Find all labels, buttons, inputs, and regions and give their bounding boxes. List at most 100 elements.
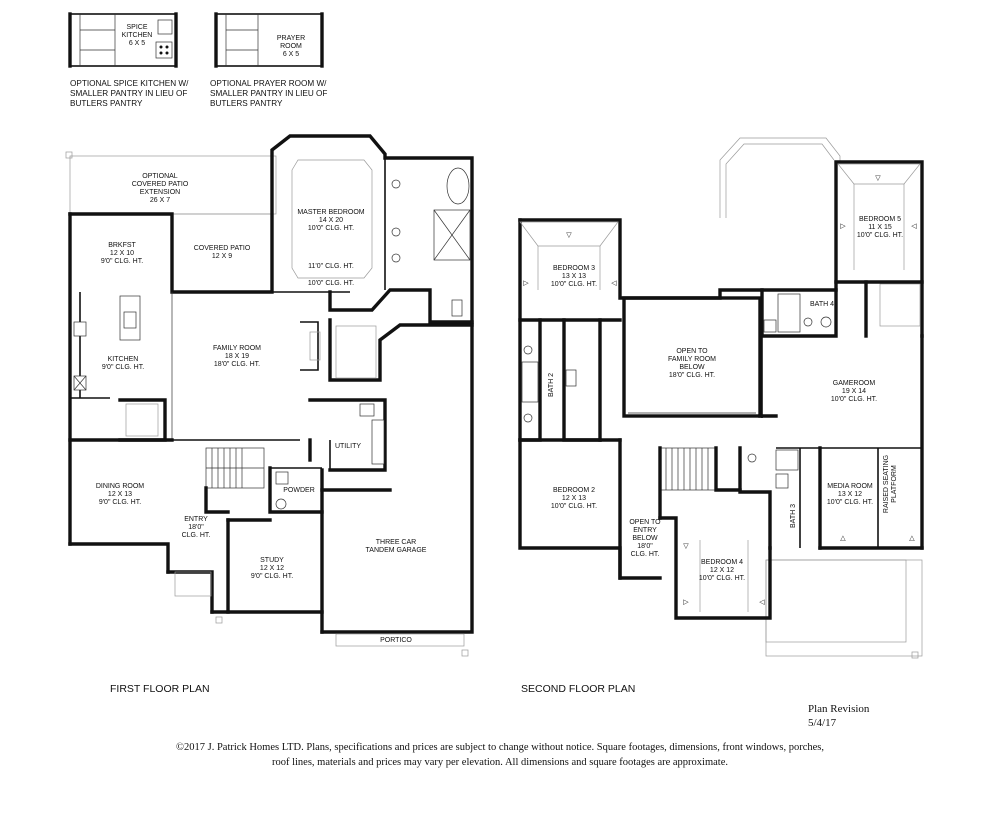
raised-l1: RAISED SEATING	[883, 455, 890, 513]
spice-caption-1: OPTIONAL SPICE KITCHEN W/	[70, 79, 189, 88]
prayer-room-name: PRAYER	[277, 35, 305, 42]
bedroom3-l1: BEDROOM 3	[553, 265, 595, 272]
second-floor-stair-treads	[665, 448, 709, 490]
bedroom3-l2: 13 X 13	[562, 273, 586, 280]
brkfst-l2: 12 X 10	[110, 250, 134, 257]
spice-caption-3: BUTLERS PANTRY	[70, 99, 143, 108]
entry-l2: 18'0"	[188, 524, 204, 531]
study-l1: STUDY	[260, 557, 284, 564]
family-l2: 18 X 19	[225, 353, 249, 360]
master-clg1: 11'0" CLG. HT.	[308, 263, 354, 270]
open-family-l4: 18'0" CLG. HT.	[669, 372, 715, 379]
dining-l1: DINING ROOM	[96, 483, 144, 490]
bedroom5-l1: BEDROOM 5	[859, 216, 901, 223]
copyright-line-1: ©2017 J. Patrick Homes LTD. Plans, speci…	[176, 742, 824, 753]
bedroom3-l3: 10'0" CLG. HT.	[551, 281, 597, 288]
raised-l2: PLATFORM	[891, 465, 898, 503]
bedroom5-l2: 11 X 15	[868, 224, 892, 231]
prayer-room-dim: 6 X 5	[283, 51, 299, 58]
prayer-caption-3: BUTLERS PANTRY	[210, 99, 283, 108]
spice-kitchen-dim: 6 X 5	[129, 40, 145, 47]
open-entry-l4: 18'0"	[637, 543, 653, 550]
tray-arrow-icon: ▽	[566, 232, 572, 239]
open-entry-l3: BELOW	[632, 535, 658, 542]
tray-arrow-icon: △	[840, 535, 846, 542]
tray-arrow-icon: ▷	[523, 280, 529, 287]
portico-label: PORTICO	[380, 637, 412, 644]
tray-arrow-icon: ▷	[683, 599, 689, 606]
bedroom2-l2: 12 X 13	[562, 495, 586, 502]
tray-arrow-icon: ◁	[911, 223, 917, 230]
open-family-l3: BELOW	[679, 364, 705, 371]
kitchen-l2: 9'0" CLG. HT.	[102, 364, 144, 371]
patio-ext-l4: 26 X 7	[150, 197, 170, 204]
spice-kitchen-name: SPICE	[126, 24, 147, 31]
media-l2: 13 X 12	[838, 491, 862, 498]
revision-date: 5/4/17	[808, 717, 837, 729]
family-l1: FAMILY ROOM	[213, 345, 261, 352]
master-l2: 14 X 20	[319, 217, 343, 224]
patio-ext-l2: COVERED PATIO	[132, 181, 189, 188]
tray-arrow-icon: ▽	[683, 543, 689, 550]
bedroom4-l1: BEDROOM 4	[701, 559, 743, 566]
second-floor-title: SECOND FLOOR PLAN	[521, 683, 635, 695]
open-family-l2: FAMILY ROOM	[668, 356, 716, 363]
first-floor-plan: OPTIONAL COVERED PATIO EXTENSION 26 X 7 …	[65, 134, 474, 695]
utility-label: UTILITY	[335, 443, 361, 450]
bath4-label: BATH 4	[810, 301, 834, 308]
dining-l3: 9'0" CLG. HT.	[99, 499, 141, 506]
covered-patio-l1: COVERED PATIO	[194, 245, 251, 252]
garage-l2: TANDEM GARAGE	[366, 547, 427, 554]
bath3-label: BATH 3	[790, 504, 797, 528]
open-entry-l2: ENTRY	[633, 527, 657, 534]
tray-arrow-icon: ▽	[875, 175, 881, 182]
bedroom2-l3: 10'0" CLG. HT.	[551, 503, 597, 510]
gameroom-l3: 10'0" CLG. HT.	[831, 396, 877, 403]
bedroom4-l3: 10'0" CLG. HT.	[699, 575, 745, 582]
study-l3: 9'0" CLG. HT.	[251, 573, 293, 580]
stair-treads	[206, 448, 264, 488]
bedroom5-l3: 10'0" CLG. HT.	[857, 232, 903, 239]
patio-ext-l3: EXTENSION	[140, 189, 180, 196]
bath2-label: BATH 2	[548, 373, 555, 397]
copyright-line-2: roof lines, materials and prices may var…	[272, 757, 728, 768]
tray-arrow-icon: ◁	[611, 280, 617, 287]
second-floor-plan: ▽ ▽ ▷ ◁ ▷ ◁ △ △ ▽ ▷ ◁ BEDROOM 3 13 X 13 …	[518, 137, 924, 695]
bedroom2-l1: BEDROOM 2	[553, 487, 595, 494]
bedroom4-l2: 12 X 12	[710, 567, 734, 574]
first-floor-title: FIRST FLOOR PLAN	[110, 683, 210, 695]
open-entry-l5: CLG. HT.	[631, 551, 660, 558]
covered-patio-l2: 12 X 9	[212, 253, 232, 260]
brkfst-l1: BRKFST	[108, 242, 136, 249]
patio-ext-l1: OPTIONAL	[142, 173, 178, 180]
tray-arrow-icon: ▷	[840, 223, 846, 230]
open-entry-l1: OPEN TO	[629, 519, 661, 526]
revision-label: Plan Revision	[808, 703, 870, 715]
powder-label: POWDER	[283, 487, 315, 494]
family-l3: 18'0" CLG. HT.	[214, 361, 260, 368]
open-family-l1: OPEN TO	[676, 348, 708, 355]
master-clg2: 10'0" CLG. HT.	[308, 280, 354, 287]
media-l3: 10'0" CLG. HT.	[827, 499, 873, 506]
prayer-room-name2: ROOM	[280, 43, 302, 50]
garage-l1: THREE CAR	[376, 539, 416, 546]
prayer-caption-1: OPTIONAL PRAYER ROOM W/	[210, 79, 327, 88]
entry-l1: ENTRY	[184, 516, 208, 523]
gameroom-l1: GAMEROOM	[833, 380, 876, 387]
master-l1: MASTER BEDROOM	[297, 209, 364, 216]
tray-arrow-icon: ◁	[759, 599, 765, 606]
spice-kitchen-name2: KITCHEN	[122, 32, 153, 39]
dining-l2: 12 X 13	[108, 491, 132, 498]
media-l1: MEDIA ROOM	[827, 483, 873, 490]
entry-l3: CLG. HT.	[182, 532, 211, 539]
gameroom-l2: 19 X 14	[842, 388, 866, 395]
prayer-room-option: PRAYER ROOM 6 X 5 OPTIONAL PRAYER ROOM W…	[210, 12, 327, 108]
study-l2: 12 X 12	[260, 565, 284, 572]
brkfst-l3: 9'0" CLG. HT.	[101, 258, 143, 265]
prayer-caption-2: SMALLER PANTRY IN LIEU OF	[210, 89, 327, 98]
kitchen-l1: KITCHEN	[108, 356, 139, 363]
spice-caption-2: SMALLER PANTRY IN LIEU OF	[70, 89, 187, 98]
spice-kitchen-option: SPICE KITCHEN 6 X 5 OPTIONAL SPICE KITCH…	[68, 12, 189, 108]
master-l3: 10'0" CLG. HT.	[308, 225, 354, 232]
